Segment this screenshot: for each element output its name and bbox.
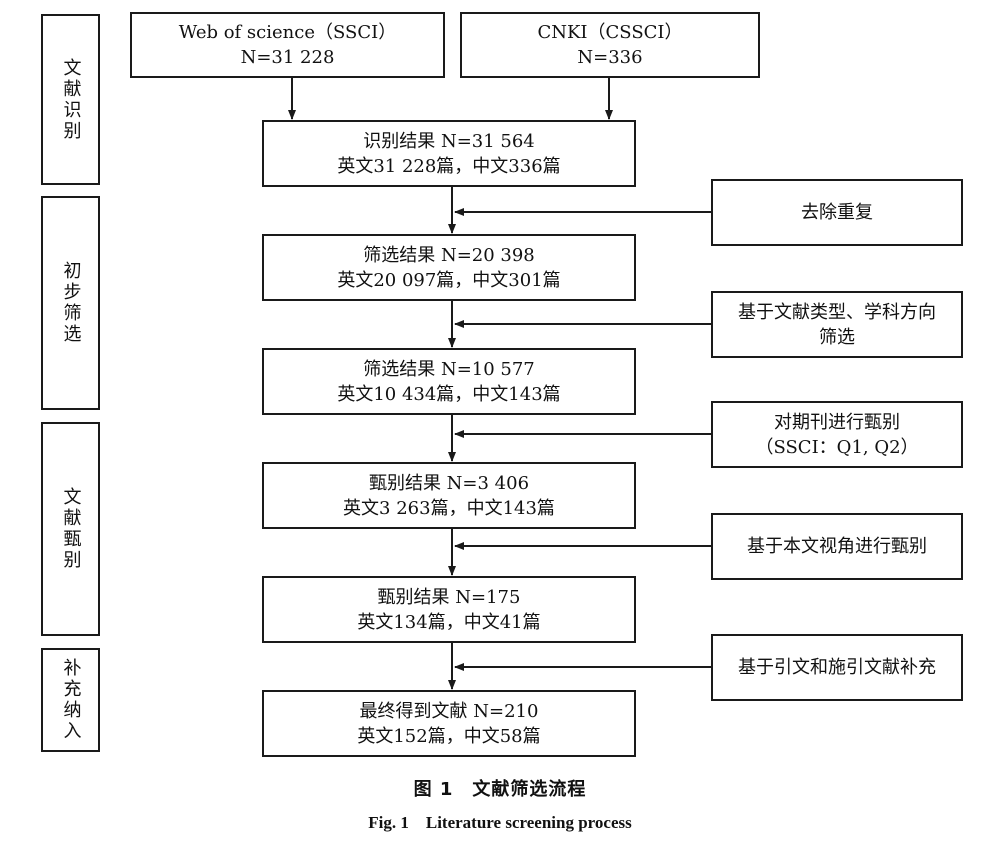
result-detail: 英文10 434篇，中文143篇 <box>337 383 561 405</box>
stage-inclusion: 补充纳入 <box>41 648 100 752</box>
result-detail: 英文134篇，中文41篇 <box>357 611 541 633</box>
result-box-assessed-2: 甄别结果 N=175 英文134篇，中文41篇 <box>262 576 636 643</box>
source-count: N=336 <box>577 47 643 68</box>
source-box-wos: Web of science（SSCI） N=31 228 <box>130 12 445 78</box>
result-detail: 英文31 228篇，中文336篇 <box>337 155 561 177</box>
step-box-citation-supplement: 基于引文和施引文献补充 <box>711 634 963 701</box>
stage-label: 补充纳入 <box>60 658 82 742</box>
result-title: 识别结果 N=31 564 <box>363 130 535 152</box>
result-detail: 英文152篇，中文58篇 <box>357 725 541 747</box>
result-title: 最终得到文献 N=210 <box>359 700 539 722</box>
figure-caption-en: Fig. 1 Literature screening process <box>368 813 632 832</box>
result-title: 筛选结果 N=20 398 <box>363 244 535 266</box>
step-text-2: 筛选 <box>819 326 855 348</box>
result-box-assessed-1: 甄别结果 N=3 406 英文3 263篇，中文143篇 <box>262 462 636 529</box>
figure-caption-cn: 图 1 文献筛选流程 <box>413 779 587 800</box>
step-text-2: （SSCI：Q1, Q2） <box>755 436 919 458</box>
stage-label: 文献识别 <box>60 57 82 142</box>
result-title: 甄别结果 N=175 <box>377 586 521 608</box>
result-box-screened-2: 筛选结果 N=10 577 英文10 434篇，中文143篇 <box>262 348 636 415</box>
step-box-type-filter: 基于文献类型、学科方向 筛选 <box>711 291 963 358</box>
step-text: 基于引文和施引文献补充 <box>738 657 936 678</box>
step-text: 对期刊进行甄别 <box>774 411 900 433</box>
stage-label: 文献甄别 <box>60 487 82 571</box>
result-detail: 英文20 097篇，中文301篇 <box>337 269 561 291</box>
result-box-identified: 识别结果 N=31 564 英文31 228篇，中文336篇 <box>262 120 636 187</box>
step-text: 基于本文视角进行甄别 <box>747 536 927 557</box>
source-count: N=31 228 <box>240 47 335 68</box>
result-box-screened-1: 筛选结果 N=20 398 英文20 097篇，中文301篇 <box>262 234 636 301</box>
result-detail: 英文3 263篇，中文143篇 <box>343 497 555 519</box>
result-title: 筛选结果 N=10 577 <box>363 358 535 380</box>
stage-identification: 文献识别 <box>41 14 100 185</box>
result-box-final: 最终得到文献 N=210 英文152篇，中文58篇 <box>262 690 636 757</box>
step-box-journal-filter: 对期刊进行甄别 （SSCI：Q1, Q2） <box>711 401 963 468</box>
step-text: 去除重复 <box>801 202 873 223</box>
step-box-perspective-filter: 基于本文视角进行甄别 <box>711 513 963 580</box>
stage-label: 初步筛选 <box>60 261 82 345</box>
step-text: 基于文献类型、学科方向 <box>738 301 936 323</box>
source-title: Web of science（SSCI） <box>178 22 397 43</box>
stage-preliminary-screening: 初步筛选 <box>41 196 100 410</box>
source-title: CNKI（CSSCI） <box>537 22 683 43</box>
step-box-deduplicate: 去除重复 <box>711 179 963 246</box>
result-title: 甄别结果 N=3 406 <box>368 472 530 494</box>
stage-eligibility: 文献甄别 <box>41 422 100 636</box>
source-box-cnki: CNKI（CSSCI） N=336 <box>460 12 760 78</box>
